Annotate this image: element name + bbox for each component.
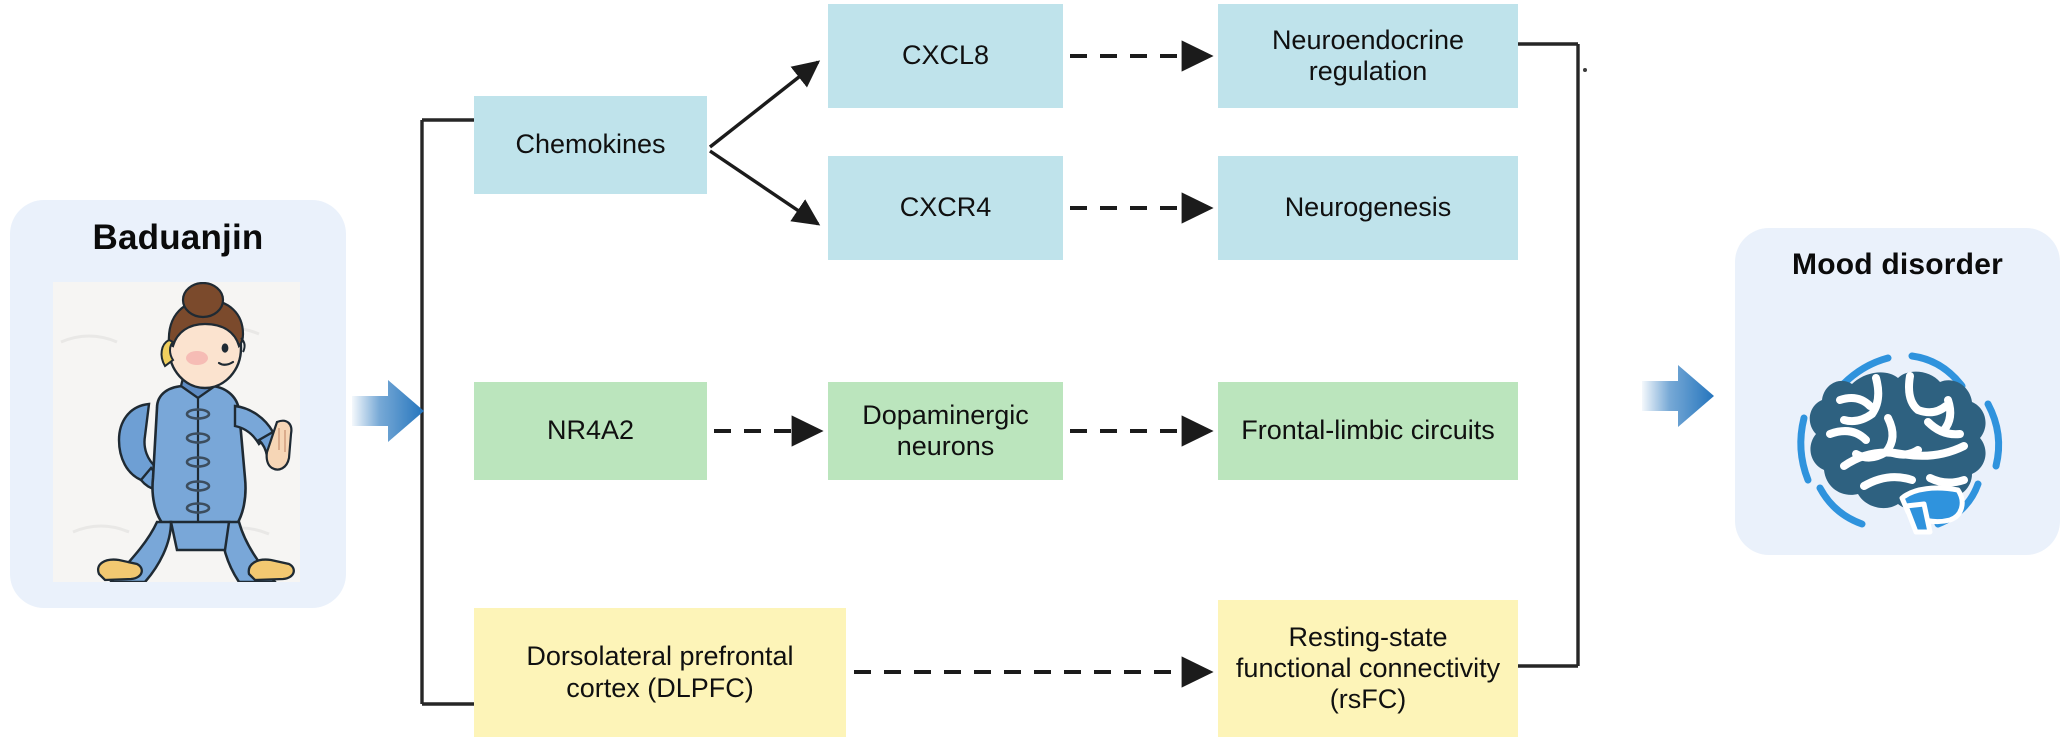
mood-disorder-title: Mood disorder (1792, 248, 2003, 281)
node-rsfc-line3: (rsFC) (1329, 684, 1407, 715)
node-cxcl8[interactable]: CXCL8 (828, 4, 1063, 108)
baduanjin-exercise-figure-icon (53, 282, 300, 582)
node-nr4a2[interactable]: NR4A2 (474, 382, 707, 480)
node-frontal-limbic-circuits[interactable]: Frontal-limbic circuits (1218, 382, 1518, 480)
right-outcome-bracket (1518, 42, 1580, 668)
left-pathway-bracket (420, 118, 474, 706)
node-dopaminergic-neurons[interactable]: Dopaminergic neurons (828, 382, 1063, 480)
node-rsfc[interactable]: Resting-state functional connectivity (r… (1218, 600, 1518, 737)
baduanjin-title: Baduanjin (92, 218, 264, 257)
node-dopaminergic-line1: Dopaminergic (862, 399, 1029, 430)
node-neuroendocrine-line2: regulation (1308, 56, 1428, 86)
node-dlpfc[interactable]: Dorsolateral prefrontal cortex (DLPFC) (474, 608, 846, 737)
node-chemokines[interactable]: Chemokines (474, 96, 707, 194)
node-cxcr4[interactable]: CXCR4 (828, 156, 1063, 260)
baduanjin-to-pathways-arrow (352, 380, 424, 442)
pathways-to-mood-arrow (1642, 365, 1714, 427)
stray-speck (1583, 68, 1587, 72)
node-neurogenesis[interactable]: Neurogenesis (1218, 156, 1518, 260)
node-dlpfc-line2: cortex (DLPFC) (566, 672, 754, 703)
baduanjin-card: Baduanjin (10, 200, 346, 608)
node-dlpfc-line1: Dorsolateral prefrontal (526, 641, 794, 672)
mood-disorder-card: Mood disorder (1735, 228, 2060, 555)
brain-icon (1780, 326, 2016, 536)
node-neuroendocrine-line1: Neuroendocrine (1271, 24, 1465, 55)
node-rsfc-line2: functional connectivity (1235, 652, 1501, 683)
node-dopaminergic-line2: neurons (896, 431, 995, 461)
edge-chemokines-to-cxcl8 (708, 60, 821, 149)
node-rsfc-line1: Resting-state (1288, 621, 1448, 652)
edge-chemokines-to-cxcr4 (709, 149, 821, 226)
node-neuroendocrine-regulation[interactable]: Neuroendocrine regulation (1218, 4, 1518, 108)
